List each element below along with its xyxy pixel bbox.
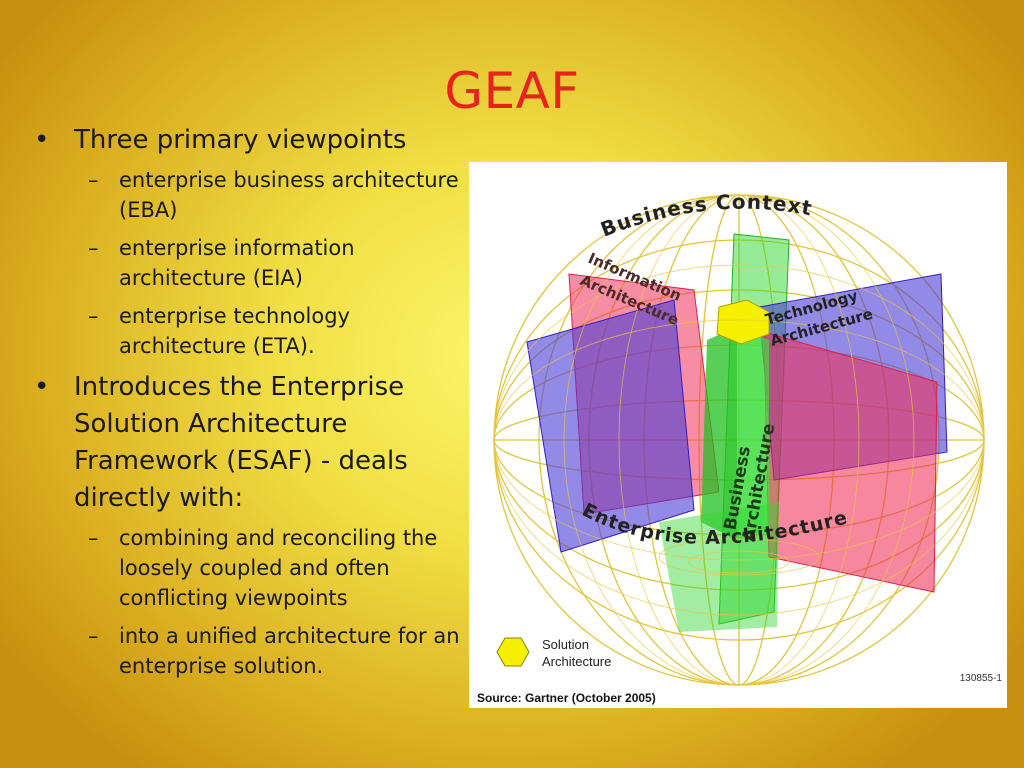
legend-solution-label: Solution bbox=[542, 637, 589, 652]
sub-bullet-item: –into a unified architecture for an ente… bbox=[30, 621, 470, 681]
bullet-dot-icon: • bbox=[34, 125, 50, 155]
dash-icon: – bbox=[88, 624, 99, 648]
svg-text:Business Context: Business Context bbox=[597, 190, 814, 242]
dash-icon: – bbox=[88, 304, 99, 328]
sub-bullet-text: enterprise technology architecture (ETA)… bbox=[119, 304, 350, 358]
sub-bullet-text: enterprise information architecture (EIA… bbox=[119, 236, 355, 290]
sub-bullet-item: –enterprise technology architecture (ETA… bbox=[30, 301, 470, 361]
bullet-list: •Three primary viewpoints –enterprise bu… bbox=[30, 122, 470, 689]
sub-bullet-text: into a unified architecture for an enter… bbox=[119, 624, 460, 678]
slide-title: GEAF bbox=[444, 62, 580, 120]
sub-bullet-item: –combining and reconciling the loosely c… bbox=[30, 523, 470, 613]
architecture-panels bbox=[526, 233, 948, 632]
sub-bullet-text: enterprise business architecture (EBA) bbox=[119, 168, 459, 222]
sphere-grid-front bbox=[493, 194, 985, 686]
legend-architecture-label: Architecture bbox=[542, 654, 611, 669]
sub-bullet-item: –enterprise business architecture (EBA) bbox=[30, 165, 470, 225]
bullet-dot-icon: • bbox=[34, 372, 50, 402]
business-context-label: Business Context bbox=[597, 190, 814, 242]
dash-icon: – bbox=[88, 236, 99, 260]
bullet-text: Introduces the Enterprise Solution Archi… bbox=[74, 372, 408, 513]
bullet-item: • Three primary viewpoints bbox=[30, 122, 470, 159]
geaf-sphere-svg: Business Context Information Architectur… bbox=[477, 190, 1003, 705]
figure-id: 130855-1 bbox=[960, 673, 1003, 684]
solution-hexagon-icon bbox=[496, 637, 530, 667]
source-caption: Source: Gartner (October 2005) bbox=[477, 691, 656, 705]
bullet-item: • Introduces the Enterprise Solution Arch… bbox=[30, 369, 470, 517]
sub-bullet-text: combining and reconciling the loosely co… bbox=[119, 526, 438, 610]
geaf-diagram: Business Context Information Architectur… bbox=[469, 162, 1007, 708]
dash-icon: – bbox=[88, 168, 99, 192]
bullet-text: Three primary viewpoints bbox=[74, 125, 407, 155]
dash-icon: – bbox=[88, 526, 99, 550]
sub-bullet-item: –enterprise information architecture (EI… bbox=[30, 233, 470, 293]
